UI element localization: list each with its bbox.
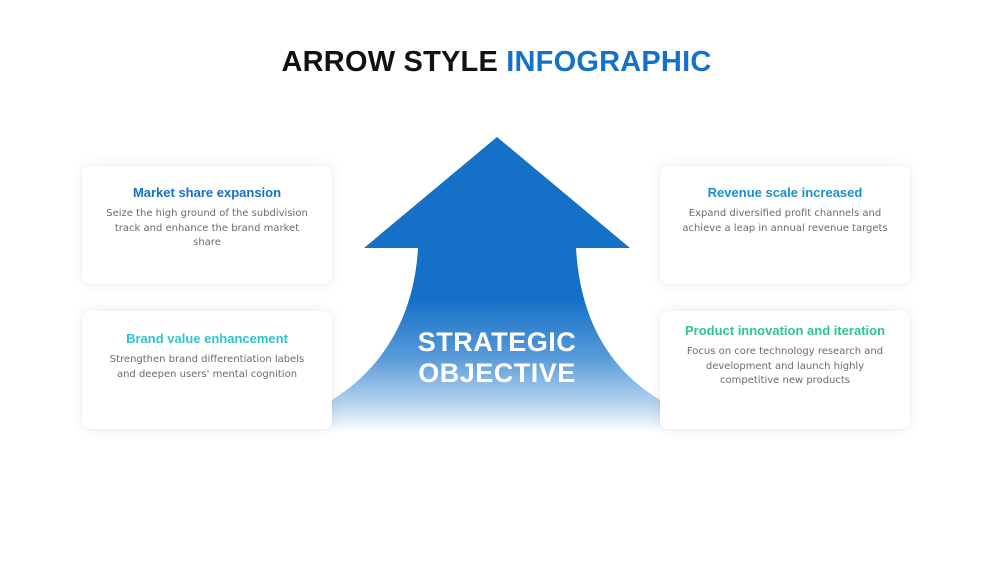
card-body: Focus on core technology research and de… [686,346,884,387]
center-label: STRATEGIC OBJECTIVE [397,327,597,389]
title-accent: INFOGRAPHIC [506,46,712,78]
title-main: ARROW STYLE [281,46,498,78]
card-heading: Market share expansion [132,185,282,200]
card-product-innovation: Product innovation and iteration Focus o… [660,311,910,429]
card-brand-value: Brand value enhancement Strengthen brand… [82,311,332,429]
center-label-line2: OBJECTIVE [418,358,576,388]
card-body: Seize the high ground of the subdivision… [106,208,308,249]
card-heading: Revenue scale increased [707,185,863,200]
card-revenue-scale: Revenue scale increased Expand diversifi… [660,166,910,284]
card-market-share: Market share expansion Seize the high gr… [82,166,332,284]
card-heading: Product innovation and iteration [684,323,886,338]
card-body: Strengthen brand differentiation labels … [109,354,305,380]
page-title: ARROW STYLE INFOGRAPHIC [0,46,993,79]
center-label-line1: STRATEGIC [417,327,577,357]
card-body: Expand diversified profit channels and a… [682,208,888,234]
card-heading: Brand value enhancement [126,331,288,346]
